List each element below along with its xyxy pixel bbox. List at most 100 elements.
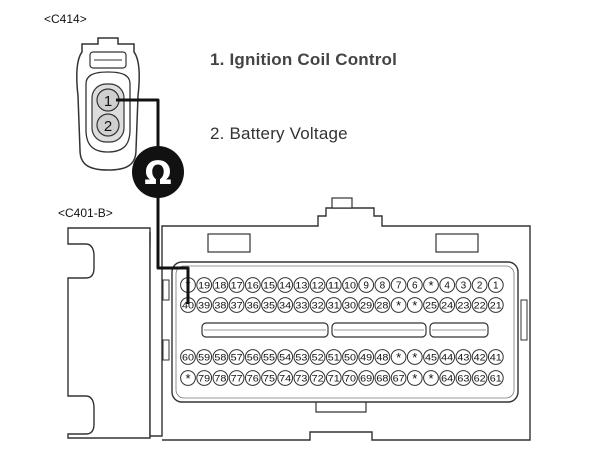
pin-label: 31	[328, 300, 340, 310]
pin-label: 14	[279, 280, 291, 290]
pin-label: 8	[380, 280, 386, 291]
pin-cell	[212, 277, 229, 293]
pin-cell	[374, 349, 391, 365]
c401b-label: <C401-B>	[58, 206, 113, 220]
pin-cell	[406, 370, 423, 386]
pin-cell	[309, 370, 326, 386]
pin-label: 63	[457, 373, 469, 383]
pin-cell	[423, 349, 439, 365]
pin-label: 6	[412, 280, 418, 291]
pin-label: 37	[231, 300, 243, 310]
pin-cell	[439, 349, 456, 365]
pin-cell	[325, 370, 342, 386]
c401b-rib-left-2	[162, 339, 170, 361]
pin-label: 11	[328, 280, 340, 290]
pin-label: *	[412, 371, 417, 386]
c401b-tab-right	[435, 233, 479, 253]
pin-cell	[244, 297, 261, 313]
pin-cell	[390, 370, 407, 386]
pin-label: 59	[198, 352, 210, 362]
pin-cell	[309, 277, 326, 293]
pin-label: 32	[312, 300, 324, 310]
pin-label: 30	[344, 300, 356, 310]
pin-label: 3	[461, 280, 467, 291]
pin-cell	[196, 277, 213, 293]
pin-cell	[374, 277, 391, 293]
pin-cell	[471, 277, 488, 293]
pin-label: 22	[474, 300, 486, 310]
pin-cell	[455, 297, 472, 313]
pin-label: 38	[214, 300, 226, 310]
pin-cell	[358, 349, 375, 365]
pin-cell	[196, 349, 213, 365]
pin-cell	[423, 297, 439, 313]
pin-label: 18	[214, 280, 226, 290]
pin-label: 2	[477, 280, 483, 291]
pin-cell	[390, 277, 407, 293]
pin-cell	[342, 370, 358, 386]
pin-label: 61	[490, 373, 502, 383]
pin-cell	[455, 277, 472, 293]
pin-label: *	[428, 278, 433, 293]
pin-label: 42	[474, 352, 486, 362]
pin-cell	[277, 370, 294, 386]
pin-cell	[228, 370, 245, 386]
pin-label: 64	[441, 373, 453, 383]
pin-cell	[212, 349, 229, 365]
pin-cell	[358, 277, 375, 293]
pin-cell	[487, 349, 504, 365]
c401b-rib-left	[162, 279, 170, 301]
pin-label: 39	[198, 300, 210, 310]
pin-cell	[374, 297, 391, 313]
pin-label: 24	[441, 300, 453, 310]
pin-label: 9	[363, 280, 369, 291]
c401b-pin-face-inner	[175, 265, 515, 399]
pin-cell	[293, 349, 310, 365]
test-lead-wire	[116, 98, 190, 304]
pin-cell	[196, 370, 213, 386]
pin-label: 13	[295, 280, 307, 290]
pin-label: 29	[360, 300, 372, 310]
pin-cell	[228, 277, 245, 293]
pin-cell	[439, 370, 456, 386]
pin-label: 40	[182, 300, 194, 310]
pin-label: *	[396, 350, 401, 365]
pin-label: 1	[493, 280, 499, 291]
c414-pin-2	[96, 113, 120, 137]
pin-label: 50	[344, 352, 356, 362]
pin-cell	[244, 349, 261, 365]
c414-pin-2-label: 2	[104, 118, 112, 135]
pin-cell	[342, 277, 358, 293]
pin-label: 79	[198, 373, 210, 383]
pin-label: 7	[396, 280, 402, 291]
pin-cell	[293, 277, 310, 293]
pin-cell	[374, 370, 391, 386]
pin-cell	[406, 297, 423, 313]
pin-label: 43	[457, 352, 469, 362]
pin-label: 48	[376, 352, 388, 362]
pin-cell	[212, 370, 229, 386]
pin-label: 55	[263, 352, 275, 362]
pin-cell	[261, 297, 277, 313]
pin-cell	[261, 277, 277, 293]
pin-cell	[228, 349, 245, 365]
pin-cell	[309, 349, 326, 365]
pin-label: 69	[360, 373, 372, 383]
pin-cell	[390, 349, 407, 365]
c401b-bracket	[67, 227, 151, 439]
pin-label: 21	[490, 300, 502, 310]
pin-label: 70	[344, 373, 356, 383]
c414-connector: 1 2	[76, 37, 140, 171]
pin-label: 45	[425, 352, 437, 362]
pin-cell	[180, 370, 196, 386]
pin-cell	[244, 277, 261, 293]
pin-label: *	[185, 371, 190, 386]
pin-label: 54	[279, 352, 291, 362]
pin-label: 25	[425, 300, 437, 310]
pin-label: 68	[376, 373, 388, 383]
pin-cell	[261, 370, 277, 386]
